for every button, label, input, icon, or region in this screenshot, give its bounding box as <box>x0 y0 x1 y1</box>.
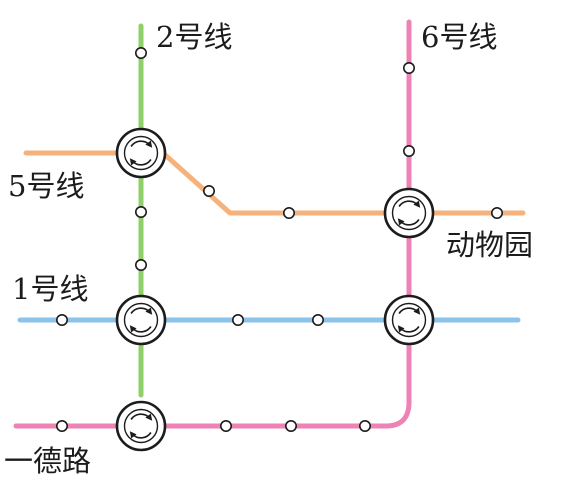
transfer-circle-arrows-icon[interactable] <box>115 400 167 452</box>
station-dot-icon[interactable] <box>203 185 216 198</box>
line-5-route <box>23 150 526 216</box>
station-dot-icon[interactable] <box>282 207 295 220</box>
line-1-label: 1号线 <box>12 272 88 306</box>
line-2-label: 2号线 <box>156 20 232 54</box>
station-dot-icon[interactable] <box>402 61 415 74</box>
yide-road-branch-route <box>13 369 412 429</box>
stations <box>55 46 503 432</box>
station-dot-icon[interactable] <box>135 46 148 59</box>
zoo-station-label: 动物园 <box>446 228 533 262</box>
station-dot-icon[interactable] <box>358 419 371 432</box>
line-5-label: 5号线 <box>8 169 84 203</box>
station-dot-icon[interactable] <box>55 419 68 432</box>
station-dot-icon[interactable] <box>232 313 245 326</box>
station-dot-icon[interactable] <box>55 313 68 326</box>
line-6-label: 6号线 <box>421 20 497 54</box>
map-labels: 2号线 6号线 5号线 动物园 1号线 一德路 <box>4 20 533 478</box>
station-dot-icon[interactable] <box>284 419 297 432</box>
yide-road-station-label: 一德路 <box>4 444 91 478</box>
station-dot-icon[interactable] <box>311 313 324 326</box>
station-dot-icon[interactable] <box>135 206 148 219</box>
interchange-stations <box>115 127 435 452</box>
station-dot-icon[interactable] <box>135 258 148 271</box>
metro-lines <box>13 19 526 429</box>
transfer-circle-arrows-icon[interactable] <box>383 294 435 346</box>
transfer-circle-arrows-icon[interactable] <box>115 294 167 346</box>
transfer-circle-arrows-icon[interactable] <box>383 187 435 239</box>
station-dot-icon[interactable] <box>490 207 503 220</box>
station-dot-icon[interactable] <box>402 145 415 158</box>
transfer-circle-arrows-icon[interactable] <box>115 127 167 179</box>
station-dot-icon[interactable] <box>220 419 233 432</box>
